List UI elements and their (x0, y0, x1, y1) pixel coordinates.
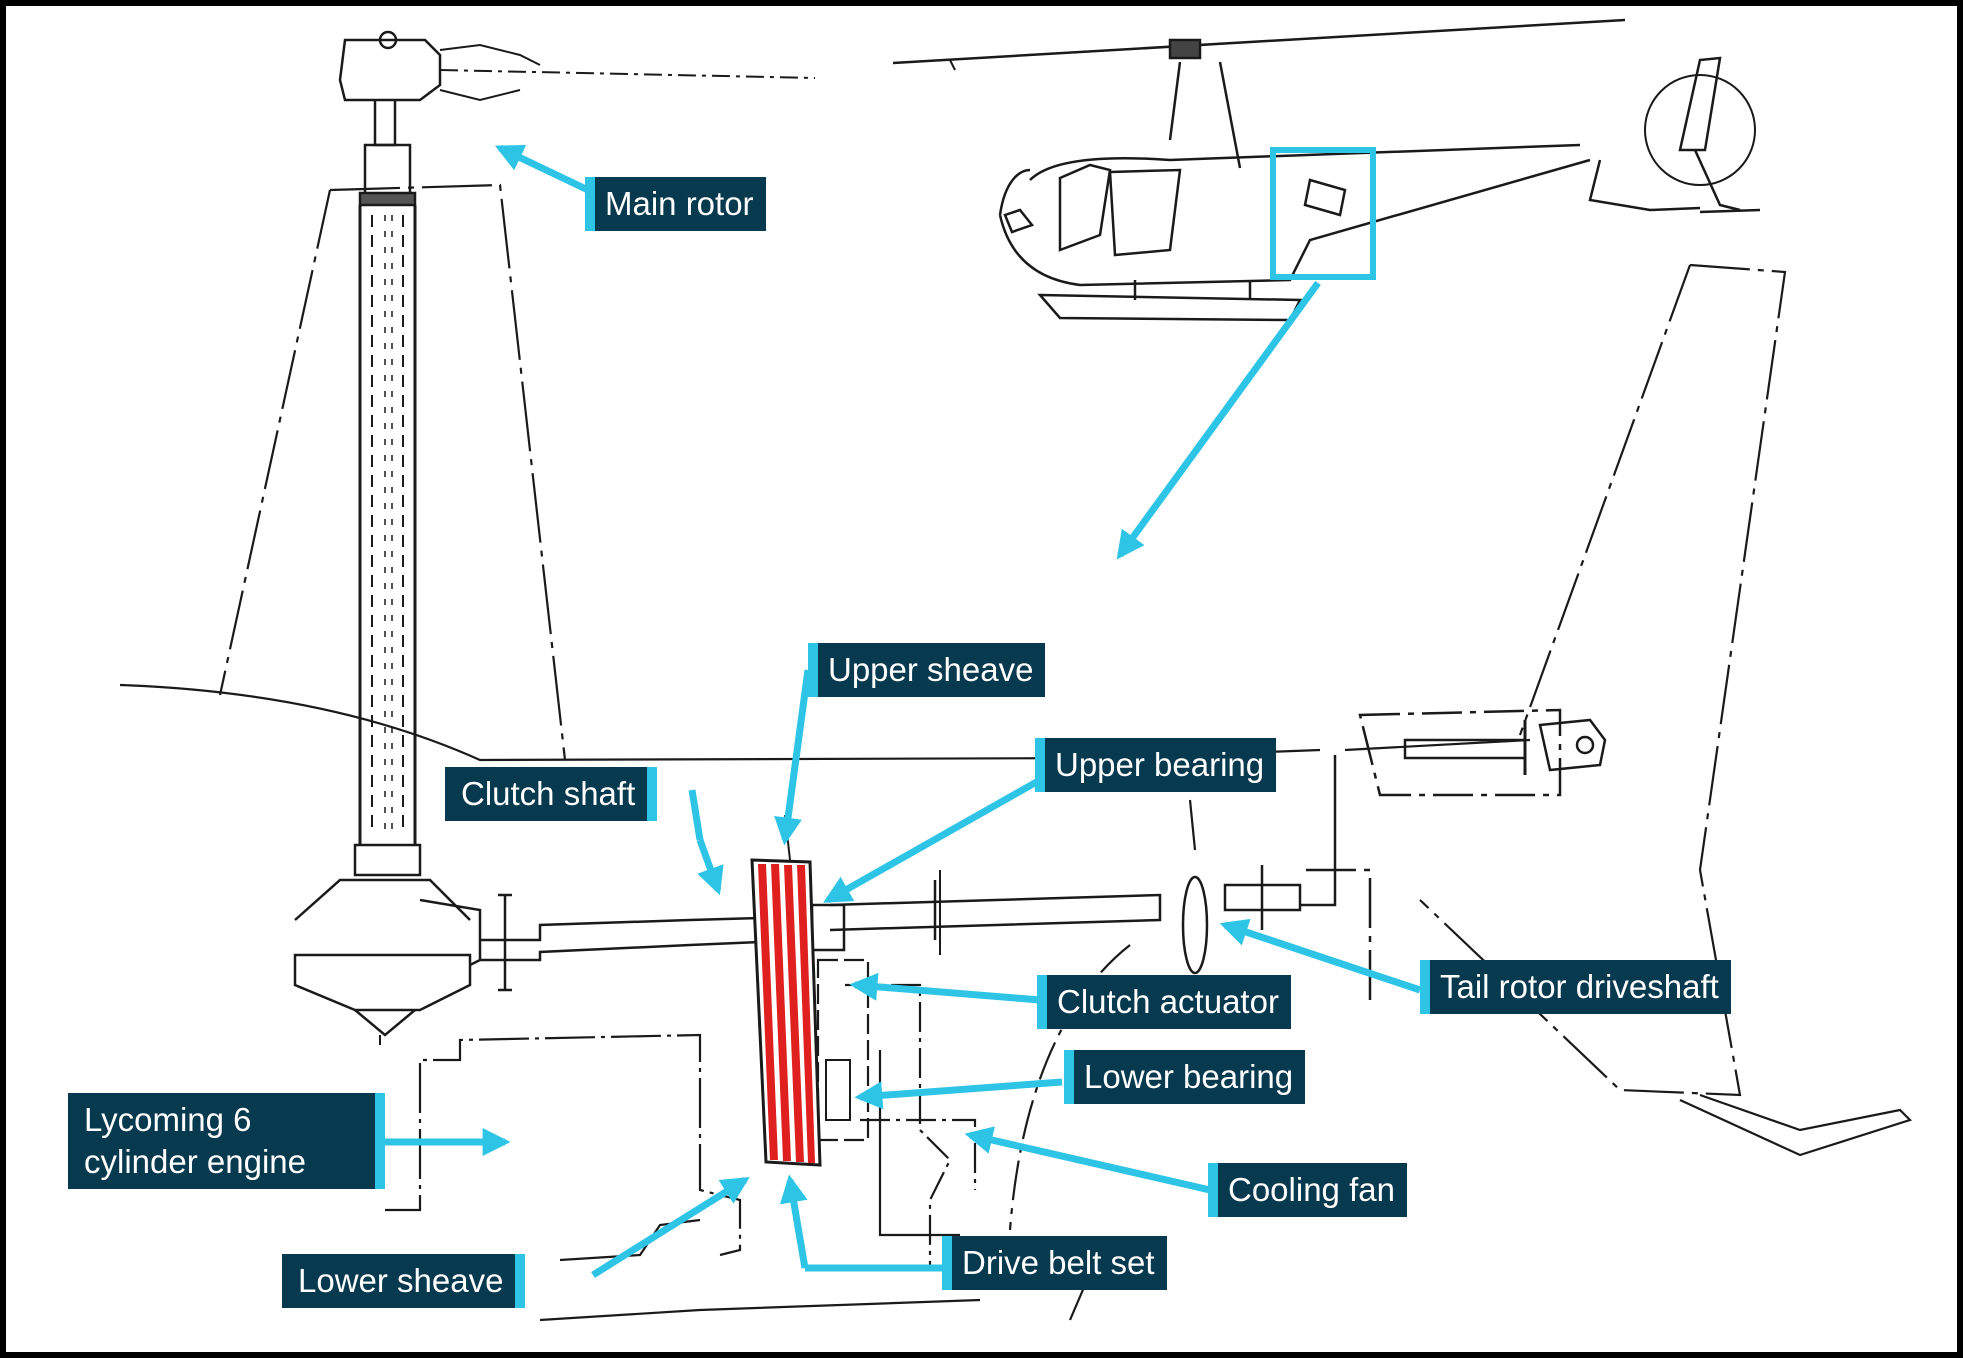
engine-drawing (385, 944, 1131, 1322)
label-lower-sheave: Lower sheave (282, 1254, 526, 1308)
label-drive-belt-set: Drive belt set (942, 1236, 1167, 1290)
label-clutch-actuator: Clutch actuator (1037, 975, 1291, 1029)
driveshaft-drawing (480, 708, 1607, 1000)
label-upper-sheave: Upper sheave (808, 643, 1046, 697)
label-cooling-fan: Cooling fan (1208, 1163, 1407, 1217)
mast-drawing (293, 30, 816, 1045)
label-clutch-shaft: Clutch shaft (445, 767, 658, 821)
callout-arrows (382, 144, 1422, 1278)
label-lower-bearing: Lower bearing (1064, 1050, 1306, 1104)
label-engine-line1: Lycoming 6 (84, 1101, 252, 1138)
label-engine-line2: cylinder engine (84, 1143, 306, 1180)
sheave-assembly (750, 814, 870, 1167)
cowling-outline (119, 183, 1913, 1321)
label-engine: Lycoming 6 cylinder engine (68, 1093, 385, 1189)
label-upper-bearing: Upper bearing (1035, 738, 1277, 792)
zoom-callout (1116, 147, 1376, 560)
label-tail-rotor-driveshaft: Tail rotor driveshaft (1420, 960, 1731, 1014)
label-main-rotor: Main rotor (585, 177, 766, 231)
